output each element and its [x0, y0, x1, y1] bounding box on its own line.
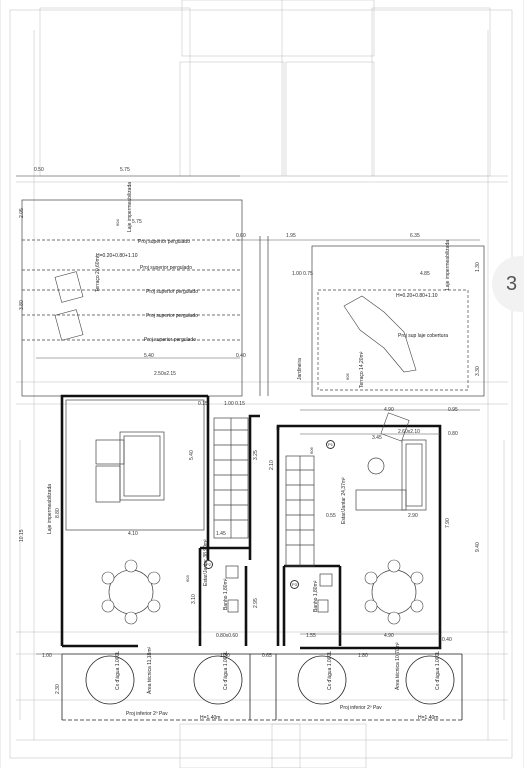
label-h-window-top: H=0.20+0.80+1.10: [96, 253, 138, 259]
marker-p3: P3: [290, 580, 299, 589]
dim-7-90: 7.90: [445, 518, 451, 528]
label-proj-inferior-right: Proj inferior 2º Pav: [340, 705, 382, 711]
dim-0-80x0-60: 0.80x0.60: [216, 633, 238, 639]
label-cx-agua-3: Cx d'água 1.000L: [327, 650, 333, 690]
dim-0-55: 0.55: [326, 513, 336, 519]
dim-1-95: 1.95: [286, 233, 296, 239]
dim-4-90: 4.90: [384, 407, 394, 413]
dim-0-40: 0.40: [236, 353, 246, 359]
dim-1-30: 1.30: [475, 262, 481, 272]
label-laje-imperm-left: Laje impermeabilizada: [47, 483, 53, 534]
dim-8-80: 8.80: [55, 508, 61, 518]
dim-3-30: 3.30: [475, 366, 481, 376]
label-estar-right: Estar/Jantar 24,37m²: [341, 477, 347, 524]
label-terraco-left: Terraço 20,60m²: [95, 255, 101, 292]
label-banho-left: Banho 1,80m²: [223, 578, 229, 610]
dim-1-55: 1.55: [306, 633, 316, 639]
dim-9-40: 9.40: [475, 542, 481, 552]
dim-2-95: 2.95: [253, 598, 259, 608]
dim-4-85: 4.85: [420, 271, 430, 277]
dim-2-10: 2.10: [269, 460, 275, 470]
terrace-furniture: [54, 271, 417, 442]
label-proj-superior-pergulado-5: Proj superior pergulado: [144, 337, 196, 343]
dim-5-75: 5.75: [132, 219, 142, 225]
dim-1-45: 1.45: [216, 531, 226, 537]
dim-5-40-v: 5.40: [189, 450, 195, 460]
dim-1-00-0-75: 1.00 0.75: [292, 271, 313, 277]
label-proj-sup-laje-cobertura: Proj sup laje cobertura: [398, 333, 449, 339]
label-laje-imperm-right: Laje impermeabilizada: [445, 239, 451, 290]
dim-3-45: 3.45: [372, 435, 382, 441]
label-banho-right: Banho 1,80m²: [313, 580, 319, 612]
chairs: [101, 559, 424, 625]
dim-2-90: 2.90: [408, 513, 418, 519]
dim-1-00: 1.00: [42, 653, 52, 659]
terrace-zone: [21, 199, 485, 397]
dim-3-10: 3.10: [191, 594, 197, 604]
label-proj-superior-pergulado-3: Proj superior pergulado: [146, 289, 198, 295]
label-proj-superior-pergulado-1: Proj superior pergulado: [138, 239, 190, 245]
dim-0-60: 0.60: [236, 233, 246, 239]
dim-0-80: 0.80: [448, 431, 458, 437]
dim-4-90b: 4.90: [384, 633, 394, 639]
dim-6-35: 6.35: [410, 233, 420, 239]
water-tanks: [61, 653, 463, 721]
marker-606: 606: [309, 447, 314, 454]
marker-p1: P1: [326, 440, 335, 449]
dim-4-10: 4.10: [128, 531, 138, 537]
label-cx-agua-4: Cx d'água 1.000L: [435, 650, 441, 690]
label-cx-agua-1: Cx d'água 1.000L: [115, 650, 121, 690]
marker-604: 604: [115, 219, 120, 226]
dim-10-15: 10.15: [19, 529, 25, 542]
label-terraco-right: Terraço 14,20m²: [359, 351, 365, 388]
marker-603: 603: [185, 575, 190, 582]
label-area-tecnica-left: Área técnica 11,18m²: [147, 646, 153, 694]
label-proj-superior-pergulado-2: Proj superior pergulado: [140, 265, 192, 271]
dim-0-40b: 0.40: [442, 637, 452, 643]
label-h-window-right: H=0.20+0.80+1.10: [396, 293, 438, 299]
walls: [60, 394, 442, 650]
label-h-bottom-left: H=1.40m: [200, 715, 221, 721]
dim-2-50x2-15: 2.50x2.15: [154, 371, 176, 377]
dim-2-05: 2.05: [19, 208, 25, 218]
dim-0-15: 0.15: [198, 401, 208, 407]
marker-605: 605: [345, 373, 350, 380]
label-proj-inferior-left: Proj inferior 2º Pav: [126, 711, 168, 717]
dim-1-00-0-15: 1.00 0.15: [224, 401, 245, 407]
dim-5-75-top: 5.75: [120, 167, 130, 173]
label-area-tecnica-right: Área técnica 10,70m²: [395, 642, 401, 690]
marker-p2: P2: [204, 560, 213, 569]
label-jardineira: Jardineira: [297, 358, 303, 380]
label-h-bottom-right: H=1.40m: [418, 715, 439, 721]
dim-0-95: 0.95: [448, 407, 458, 413]
dim-0-50: 0.50: [34, 167, 44, 173]
dim-3-25: 3.25: [253, 450, 259, 460]
label-proj-superior-pergulado-4: Proj superior pergulado: [146, 313, 198, 319]
dim-3-80: 3.80: [19, 300, 25, 310]
dimension-lines: [16, 175, 480, 655]
dim-5-40: 5.40: [144, 353, 154, 359]
dim-1-30b: 1.30: [220, 653, 230, 659]
dim-1-80: 1.80: [358, 653, 368, 659]
dim-2-30: 2.30: [55, 684, 61, 694]
dim-0-65: 0.65: [262, 653, 272, 659]
dim-2-60x2-10: 2.60x2.10: [398, 429, 420, 435]
